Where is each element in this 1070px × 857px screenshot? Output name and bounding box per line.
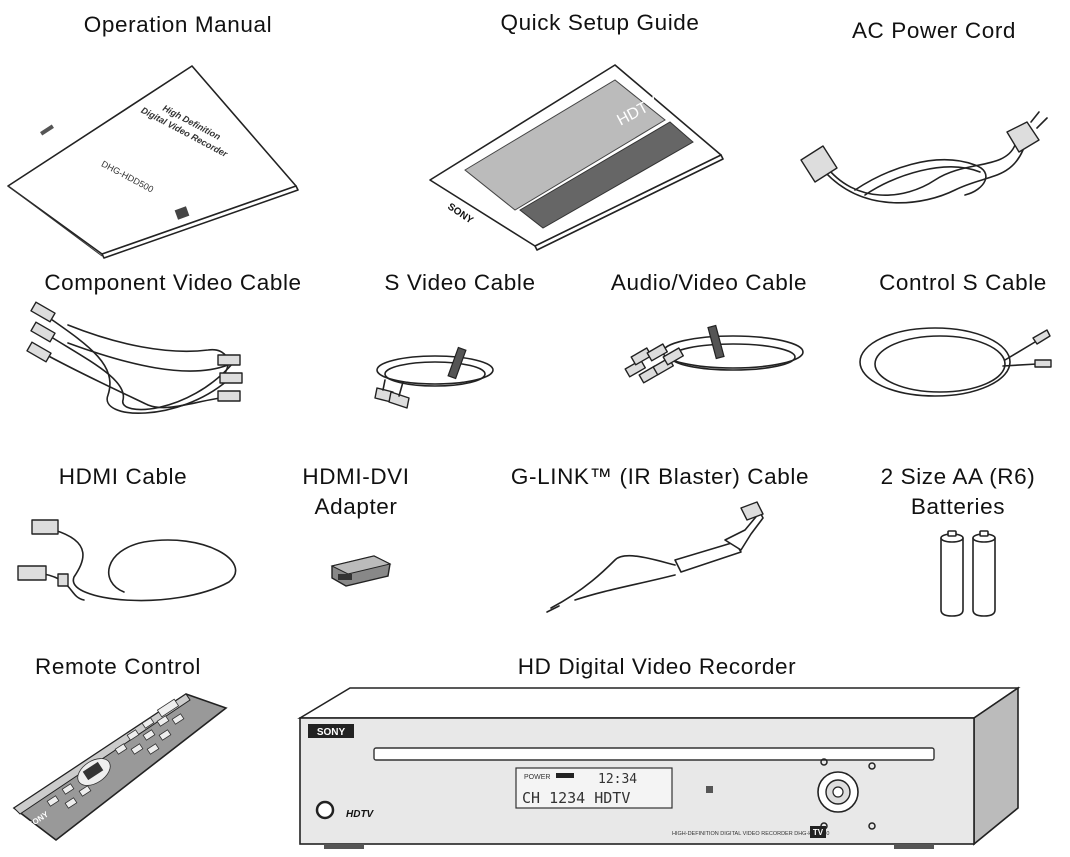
hdmi-cable-illustration <box>14 512 244 622</box>
label-glink-cable: G-LINK™ (IR Blaster) Cable <box>510 464 810 489</box>
control-s-cable-illustration <box>855 322 1055 402</box>
dvr-brand: SONY <box>317 727 346 738</box>
glink-cable-illustration <box>545 501 775 620</box>
label-batteries-line2: Batteries <box>910 494 1006 519</box>
label-hdmi-cable: HDMI Cable <box>58 464 188 489</box>
label-s-video-cable: S Video Cable <box>384 270 536 295</box>
dvr-display-time: 12:34 <box>598 772 637 787</box>
remote-control-illustration: SONY <box>8 690 233 845</box>
label-component-video-cable: Component Video Cable <box>44 270 302 295</box>
quick-setup-guide-illustration: HDTV SONY <box>425 60 725 251</box>
label-hd-dvr: HD Digital Video Recorder <box>517 654 797 679</box>
label-hdmi-dvi-adapter-line2: Adapter <box>314 494 398 519</box>
batteries-illustration <box>935 530 1005 620</box>
dvr-display-channel: CH 1234 HDTV <box>522 789 630 807</box>
dvr-display-power: POWER <box>524 774 550 781</box>
dvr-front-badge: HDTV <box>346 809 375 820</box>
component-video-cable-illustration <box>26 301 258 425</box>
dvr-model-strip: HIGH-DEFINITION DIGITAL VIDEO RECORDER D… <box>672 831 829 837</box>
label-batteries-line1: 2 Size AA (R6) <box>880 464 1036 489</box>
label-operation-manual: Operation Manual <box>83 12 273 37</box>
s-video-cable-illustration <box>365 340 505 410</box>
label-hdmi-dvi-adapter-line1: HDMI-DVI <box>302 464 410 489</box>
hdmi-dvi-adapter-illustration <box>328 550 398 590</box>
audio-video-cable-illustration <box>618 322 808 402</box>
label-audio-video-cable: Audio/Video Cable <box>610 270 808 295</box>
label-ac-power-cord: AC Power Cord <box>851 18 1017 43</box>
operation-manual-illustration: High Definition Digital Video Recorder D… <box>0 58 300 259</box>
label-control-s-cable: Control S Cable <box>879 270 1047 295</box>
dvr-corner-badge: TV <box>813 828 824 837</box>
ac-power-cord-illustration <box>795 110 1055 220</box>
label-quick-setup-guide: Quick Setup Guide <box>500 10 700 35</box>
label-remote-control: Remote Control <box>35 654 201 679</box>
hd-dvr-illustration: SONY POWER 12:34 CH 1234 HDTV HDTV HIGH-… <box>294 684 1064 852</box>
